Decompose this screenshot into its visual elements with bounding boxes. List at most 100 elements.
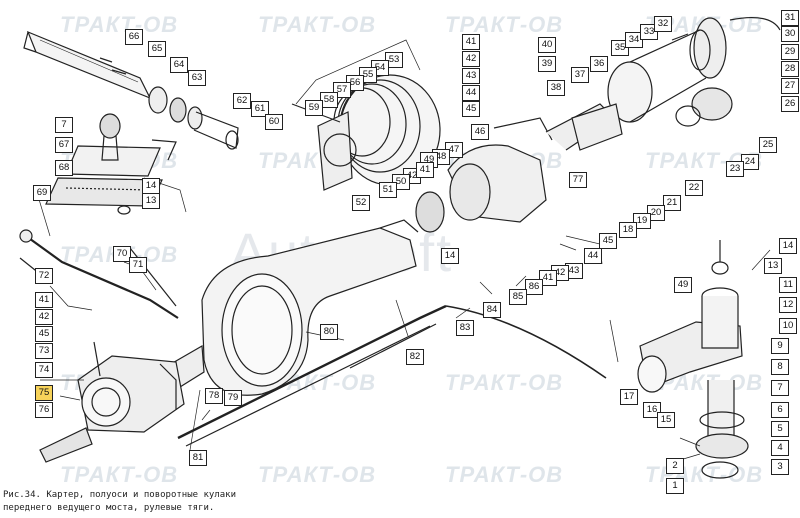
part-callout: 7 — [55, 117, 73, 133]
watermark-brand: ТРАКТ-ОВ — [445, 12, 564, 37]
part-callout: 32 — [654, 16, 672, 32]
part-callout: 73 — [35, 343, 53, 359]
part-callout: 22 — [685, 180, 703, 196]
part-callout: 34 — [625, 32, 643, 48]
part-callout: 41 — [462, 34, 480, 50]
part-callout: 83 — [456, 320, 474, 336]
part-callout: 44 — [584, 248, 602, 264]
part-callout: 12 — [779, 297, 797, 313]
right-knuckle-drawing — [637, 240, 749, 479]
axle-shaft-drawing — [23, 30, 239, 150]
part-callout: 5 — [771, 421, 789, 437]
part-callout: 29 — [781, 44, 799, 60]
part-callout: 14 — [142, 178, 160, 194]
part-callout: 7 — [771, 380, 789, 396]
figure-caption: Рис.34. Картер, полуоси и поворотные кул… — [3, 489, 423, 515]
part-callout: 9 — [771, 338, 789, 354]
part-callout: 13 — [142, 193, 160, 209]
part-callout: 44 — [462, 85, 480, 101]
part-callout: 45 — [462, 101, 480, 117]
part-callout: 63 — [188, 70, 206, 86]
part-callout: 71 — [129, 257, 147, 273]
part-callout: 59 — [305, 100, 323, 116]
part-callout: 52 — [352, 195, 370, 211]
part-callout: 11 — [779, 277, 797, 293]
part-callout: 68 — [55, 160, 73, 176]
part-callout: 60 — [265, 114, 283, 130]
watermark-brand: ТРАКТ-ОВ — [60, 462, 179, 487]
part-callout: 37 — [571, 67, 589, 83]
part-callout: 31 — [781, 10, 799, 26]
part-callout: 65 — [148, 41, 166, 57]
part-callout: 3 — [771, 459, 789, 475]
part-callout: 76 — [35, 402, 53, 418]
part-callout: 30 — [781, 26, 799, 42]
part-callout: 10 — [779, 318, 797, 334]
part-callout: 45 — [35, 326, 53, 342]
part-callout: 78 — [205, 388, 223, 404]
part-callout: 8 — [771, 359, 789, 375]
part-callout: 43 — [462, 68, 480, 84]
part-callout: 79 — [224, 390, 242, 406]
part-callout: 35 — [611, 40, 629, 56]
caption-line-2: переднего ведущего моста, рулевые тяги. — [3, 503, 215, 513]
part-callout: 23 — [726, 161, 744, 177]
part-callout: 38 — [547, 80, 565, 96]
part-callout: 41 — [35, 292, 53, 308]
disc-pack-drawing — [291, 74, 441, 191]
part-callout: 42 — [35, 309, 53, 325]
part-callout-highlighted: 75 — [35, 385, 53, 401]
part-callout: 46 — [471, 124, 489, 140]
right-hub-drawing — [571, 17, 781, 151]
part-callout: 62 — [233, 93, 251, 109]
part-callout: 1 — [666, 478, 684, 494]
left-knuckle-drawing — [39, 341, 185, 463]
watermark-brand: ТРАКТ-ОВ — [60, 12, 179, 37]
part-callout: 14 — [779, 238, 797, 254]
axle-housing-drawing — [149, 219, 419, 403]
part-callout: 77 — [569, 172, 587, 188]
part-callout: 41 — [416, 162, 434, 178]
part-callout: 42 — [462, 51, 480, 67]
part-callout: 43 — [565, 263, 583, 279]
part-callout: 86 — [525, 279, 543, 295]
watermark-brand: ТРАКТ-ОВ — [258, 462, 377, 487]
drag-link-drawing — [177, 304, 607, 447]
part-callout: 66 — [125, 29, 143, 45]
part-callout: 69 — [33, 185, 51, 201]
watermark-brand: ТРАКТ-ОВ — [445, 370, 564, 395]
part-callout: 81 — [189, 450, 207, 466]
part-callout: 61 — [251, 101, 269, 117]
part-callout: 36 — [590, 56, 608, 72]
watermark-brand: ТРАКТ-ОВ — [445, 462, 564, 487]
part-callout: 70 — [113, 246, 131, 262]
part-callout: 82 — [406, 349, 424, 365]
part-callout: 19 — [633, 213, 651, 229]
caption-line-1: Рис.34. Картер, полуоси и поворотные кул… — [3, 490, 236, 500]
part-callout: 21 — [663, 195, 681, 211]
part-callout: 4 — [771, 440, 789, 456]
part-callout: 80 — [320, 324, 338, 340]
part-callout: 85 — [509, 289, 527, 305]
gearshift-plate-drawing — [45, 113, 177, 215]
part-callout: 72 — [35, 268, 53, 284]
part-callout: 33 — [640, 24, 658, 40]
part-callout: 51 — [379, 182, 397, 198]
part-callout: 26 — [781, 96, 799, 112]
part-callout: 18 — [619, 222, 637, 238]
part-callout: 84 — [483, 302, 501, 318]
part-callout: 64 — [170, 57, 188, 73]
part-callout: 27 — [781, 78, 799, 94]
part-callout: 49 — [674, 277, 692, 293]
part-callout: 45 — [599, 233, 617, 249]
part-callout: 14 — [441, 248, 459, 264]
part-callout: 13 — [764, 258, 782, 274]
part-callout: 6 — [771, 402, 789, 418]
part-callout: 16 — [643, 402, 661, 418]
part-callout: 28 — [781, 61, 799, 77]
part-callout: 39 — [538, 56, 556, 72]
part-callout: 25 — [759, 137, 777, 153]
part-callout: 74 — [35, 362, 53, 378]
